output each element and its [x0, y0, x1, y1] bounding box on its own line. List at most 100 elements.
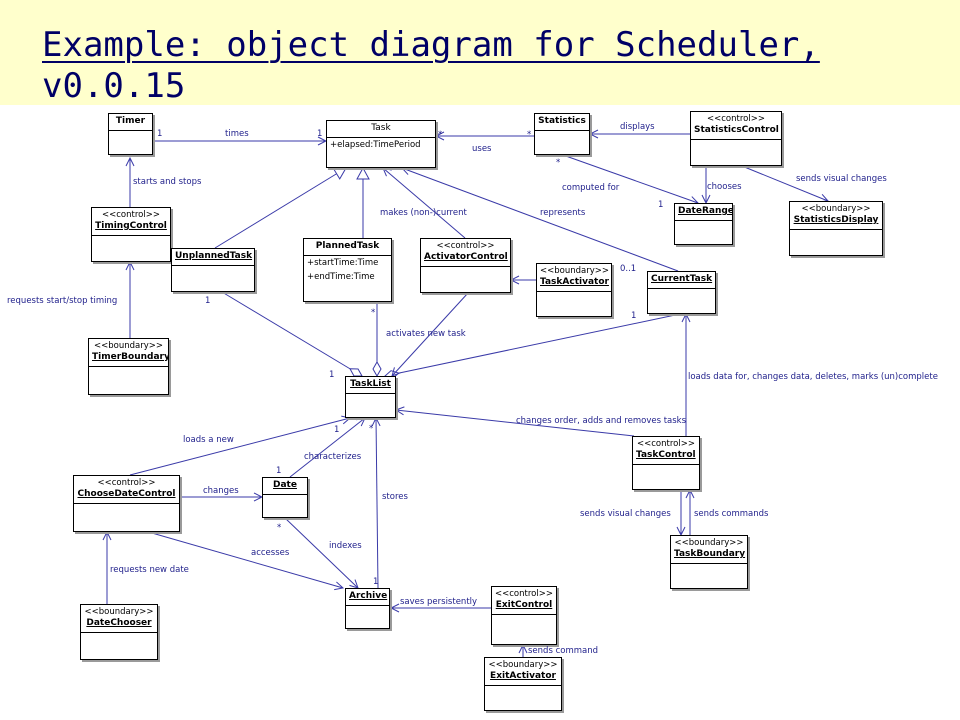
- label-uses: uses: [472, 144, 492, 154]
- mult-currenttask-1: 1: [631, 311, 637, 321]
- label-makes-current: makes (non-)current: [380, 208, 467, 218]
- label-changes: changes: [203, 486, 239, 496]
- timing-control-name: TimingControl: [95, 221, 167, 231]
- choose-date-control-stereotype: <<control>>: [97, 478, 156, 488]
- label-sends-command: sends command: [528, 646, 598, 656]
- label-characterizes: characterizes: [304, 452, 362, 462]
- date-chooser-object: <<boundary>> DateChooser: [80, 604, 158, 660]
- label-times: times: [225, 129, 249, 139]
- mult-planned-star: *: [371, 308, 376, 318]
- activator-control-object: <<control>> ActivatorControl: [420, 238, 511, 293]
- task-class: Task +elapsed:TimePeriod: [326, 120, 436, 168]
- task-boundary-object: <<boundary>> TaskBoundary: [670, 535, 748, 589]
- exit-activator-object: <<boundary>> ExitActivator: [484, 657, 562, 711]
- label-activates-new-task: activates new task: [386, 329, 466, 339]
- current-task-name: CurrentTask: [651, 274, 713, 284]
- label-represents: represents: [540, 208, 586, 218]
- exit-control-stereotype: <<control>>: [495, 589, 553, 599]
- date-range-name: DateRange: [678, 206, 733, 216]
- slide-title-line-1: Example: object diagram for Scheduler,: [42, 25, 820, 65]
- mult-tasklist-1-below: 1: [334, 425, 340, 435]
- label-stores: stores: [382, 492, 408, 502]
- planned-task-name: PlannedTask: [315, 241, 380, 251]
- statistics-object: Statistics: [534, 113, 590, 155]
- date-object: Date: [262, 477, 308, 518]
- title-band: Example: object diagram for Scheduler, v…: [0, 0, 960, 106]
- label-accesses: accesses: [251, 548, 290, 558]
- label-saves-persistently: saves persistently: [400, 597, 478, 607]
- statistics-display-object: <<boundary>> StatisticsDisplay: [789, 201, 883, 256]
- edge-statistics-daterange: [562, 154, 698, 203]
- label-chooses: chooses: [707, 182, 742, 192]
- activator-control-stereotype: <<control>>: [436, 241, 495, 251]
- timer-boundary-name: TimerBoundary: [92, 352, 169, 362]
- exit-activator-name: ExitActivator: [490, 671, 556, 681]
- statistics-control-name: StatisticsControl: [694, 125, 779, 135]
- task-boundary-name: TaskBoundary: [674, 549, 746, 559]
- timer-name: Timer: [115, 116, 146, 126]
- statistics-display-stereotype: <<boundary>>: [801, 204, 871, 214]
- label-loads-data-for: loads data for, changes data, deletes, m…: [688, 372, 938, 382]
- mult-tasklist-1-left: 1: [329, 370, 335, 380]
- label-starts-and-stops: starts and stops: [133, 177, 202, 187]
- unplanned-task-name: UnplannedTask: [175, 251, 253, 261]
- current-task-object: CurrentTask: [647, 271, 716, 314]
- mult-date-1: 1: [276, 466, 282, 476]
- edge-choosedate-tasklist: [129, 418, 350, 476]
- mult-tasklist-star: *: [369, 424, 374, 434]
- label-computed-for: computed for: [562, 183, 620, 193]
- label-requests-new-date: requests new date: [110, 565, 189, 575]
- mult-statistics-star-below: *: [556, 158, 561, 168]
- timer-object: Timer: [108, 113, 153, 155]
- mult-statistics-star-left: *: [527, 130, 532, 140]
- edge-date-archive: [284, 517, 358, 588]
- label-sends-visual-changes-stats: sends visual changes: [796, 174, 887, 184]
- label-loads-a-new: loads a new: [183, 435, 234, 445]
- statistics-control-object: <<control>> StatisticsControl: [690, 111, 782, 166]
- planned-task-class: PlannedTask +startTime:Time +endTime:Tim…: [303, 238, 392, 302]
- planned-task-attr-start: +startTime:Time: [307, 258, 379, 268]
- label-displays: displays: [620, 122, 655, 132]
- task-control-stereotype: <<control>>: [637, 439, 695, 449]
- date-chooser-stereotype: <<boundary>>: [84, 607, 154, 617]
- mult-currenttask-01: 0..1: [620, 264, 637, 274]
- statistics-name: Statistics: [538, 116, 586, 126]
- task-name: Task: [371, 123, 391, 133]
- task-control-object: <<control>> TaskControl: [632, 436, 700, 490]
- choose-date-control-object: <<control>> ChooseDateControl: [73, 475, 180, 532]
- mult-archive-1: 1: [373, 577, 379, 587]
- exit-control-object: <<control>> ExitControl: [491, 586, 557, 645]
- task-control-name: TaskControl: [636, 450, 696, 460]
- edge-archive-tasklist: [376, 418, 378, 589]
- task-activator-stereotype: <<boundary>>: [540, 266, 609, 276]
- archive-object: Archive: [345, 588, 390, 629]
- task-attr-elapsed: +elapsed:TimePeriod: [330, 140, 421, 150]
- edge-unplanned-task: [214, 167, 347, 249]
- date-chooser-name: DateChooser: [86, 618, 152, 628]
- task-activator-name: TaskActivator: [540, 277, 609, 287]
- mult-unplanned-1: 1: [205, 296, 211, 306]
- timer-boundary-stereotype: <<boundary>>: [94, 341, 163, 351]
- label-sends-visual-changes-task: sends visual changes: [580, 509, 671, 519]
- slide-title-line-2: v0.0.15: [42, 66, 186, 106]
- exit-control-name: ExitControl: [495, 600, 553, 610]
- edge-choosedate-archive: [144, 530, 343, 588]
- edge-currenttask-tasklist: [384, 313, 681, 380]
- mult-task-1: 1: [317, 129, 323, 139]
- choose-date-control-name: ChooseDateControl: [77, 489, 176, 499]
- activator-control-name: ActivatorControl: [424, 252, 508, 262]
- mult-timer-1: 1: [157, 129, 163, 139]
- statistics-display-name: StatisticsDisplay: [793, 215, 879, 225]
- date-name: Date: [273, 480, 297, 490]
- date-range-object: DateRange: [674, 203, 733, 245]
- statistics-control-stereotype: <<control>>: [707, 114, 765, 124]
- label-indexes: indexes: [329, 541, 362, 551]
- label-sends-commands: sends commands: [694, 509, 769, 519]
- mult-daterange-1: 1: [658, 200, 664, 210]
- task-list-object: TaskList: [345, 376, 396, 418]
- edge-activator-task: [383, 168, 466, 239]
- edge-date-tasklist: [289, 418, 365, 478]
- exit-activator-stereotype: <<boundary>>: [488, 660, 558, 670]
- label-requests-timing: requests start/stop timing: [7, 296, 118, 306]
- timer-boundary-object: <<boundary>> TimerBoundary: [88, 338, 169, 395]
